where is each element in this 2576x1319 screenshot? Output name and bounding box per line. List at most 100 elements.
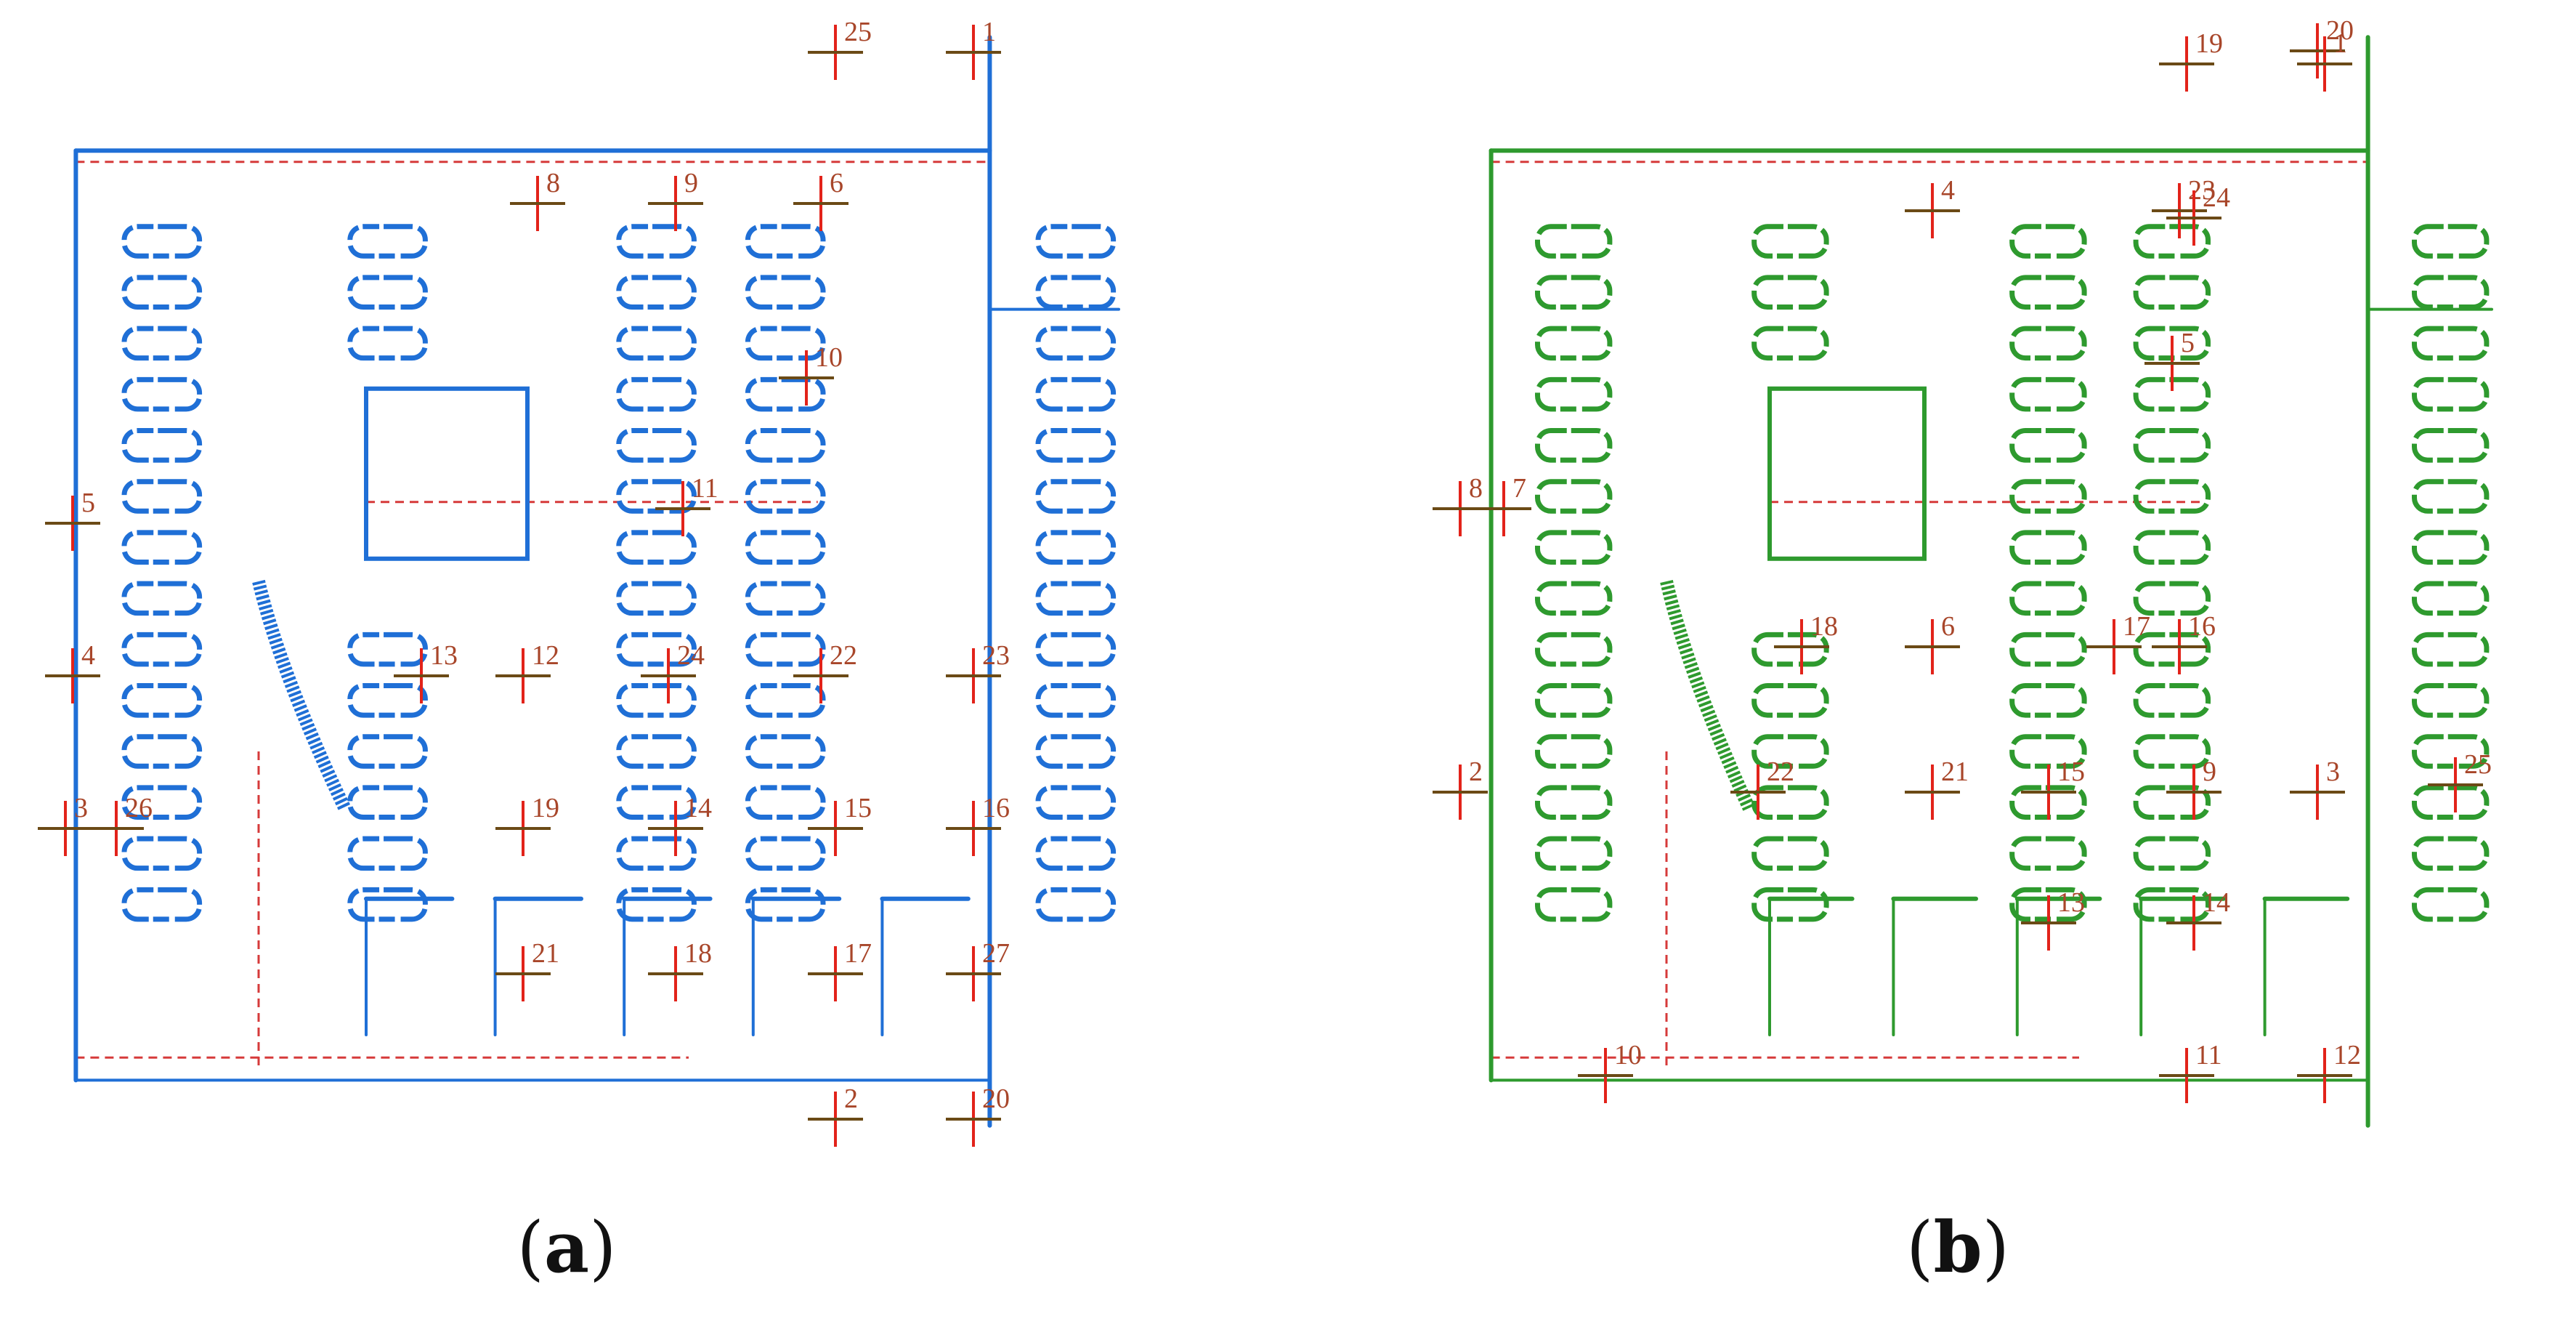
parking-slot bbox=[616, 224, 697, 259]
parking-slot bbox=[745, 632, 826, 667]
parking-slot bbox=[1535, 376, 1613, 412]
parking-slot bbox=[2009, 224, 2087, 259]
ramp bbox=[1660, 580, 1755, 811]
control-point-label: 9 bbox=[2203, 757, 2216, 787]
caption-b-close: ) bbox=[1982, 1207, 2010, 1288]
parking-slot bbox=[1035, 581, 1117, 616]
control-point-label: 11 bbox=[692, 473, 718, 504]
central-structure bbox=[364, 386, 530, 561]
control-point-label: 26 bbox=[125, 793, 153, 823]
control-point-label: 9 bbox=[684, 168, 698, 198]
control-point-marker: 1 bbox=[2297, 28, 2352, 92]
parking-slot bbox=[1751, 683, 1829, 718]
parking-slot bbox=[1535, 734, 1613, 769]
parking-slot bbox=[1751, 887, 1829, 922]
control-point-marker: 16 bbox=[2152, 611, 2216, 674]
parking-slot bbox=[616, 275, 697, 310]
parking-slot bbox=[2009, 479, 2087, 514]
parking-slot bbox=[2412, 785, 2490, 820]
parking-slot bbox=[745, 326, 826, 361]
control-point-marker: 4 bbox=[1905, 175, 1960, 238]
parking-slot bbox=[616, 581, 697, 616]
parking-slot bbox=[616, 428, 697, 463]
control-point-marker: 27 bbox=[946, 938, 1010, 1001]
parking-slot bbox=[1535, 275, 1613, 310]
parking-slot bbox=[616, 530, 697, 565]
parking-slot bbox=[1035, 224, 1117, 259]
parking-slot bbox=[347, 275, 428, 310]
control-point-marker: 21 bbox=[495, 938, 559, 1001]
control-point-label: 22 bbox=[1767, 757, 1794, 787]
parking-slot bbox=[2412, 275, 2490, 310]
control-point-label: 20 bbox=[982, 1084, 1010, 1114]
control-point-label: 8 bbox=[546, 168, 560, 198]
parking-slot bbox=[2133, 275, 2211, 310]
parking-slot bbox=[1035, 683, 1117, 718]
control-point-label: 25 bbox=[2464, 749, 2492, 780]
parking-slot bbox=[1751, 836, 1829, 871]
control-point-marker: 23 bbox=[946, 640, 1010, 703]
control-point-label: 18 bbox=[1810, 611, 1838, 642]
parking-slot bbox=[2133, 734, 2211, 769]
parking-slot bbox=[347, 887, 428, 922]
control-point-marker: 15 bbox=[808, 793, 872, 856]
parking-slot bbox=[745, 376, 826, 412]
panel-a-caption: (a) bbox=[458, 1206, 676, 1288]
control-point-label: 24 bbox=[2203, 182, 2230, 213]
parking-slot bbox=[1535, 224, 1613, 259]
parking-slot bbox=[2412, 734, 2490, 769]
parking-slot bbox=[1751, 275, 1829, 310]
parking-slot bbox=[616, 683, 697, 718]
parking-slot bbox=[2009, 326, 2087, 361]
control-point-label: 24 bbox=[677, 640, 705, 671]
parking-slot bbox=[1035, 734, 1117, 769]
control-point-label: 5 bbox=[81, 488, 95, 518]
panel-b-reference-lines bbox=[1491, 161, 2368, 1069]
parking-slot bbox=[2412, 376, 2490, 412]
control-point-label: 2 bbox=[1469, 757, 1483, 787]
parking-slot bbox=[1535, 836, 1613, 871]
parking-slot bbox=[2412, 479, 2490, 514]
control-point-label: 10 bbox=[1614, 1040, 1642, 1070]
control-point-marker: 17 bbox=[2086, 611, 2150, 674]
parking-slot bbox=[1751, 785, 1829, 820]
parking-slot bbox=[2412, 683, 2490, 718]
parking-slot bbox=[2133, 683, 2211, 718]
parking-slot bbox=[745, 887, 826, 922]
parking-slot bbox=[347, 734, 428, 769]
control-point-marker: 13 bbox=[394, 640, 458, 703]
caption-a-close: ) bbox=[589, 1207, 617, 1288]
control-point-label: 4 bbox=[81, 640, 95, 671]
parking-slot bbox=[1535, 785, 1613, 820]
parking-slot bbox=[1035, 428, 1117, 463]
parking-slot bbox=[2009, 376, 2087, 412]
parking-slot bbox=[347, 224, 428, 259]
parking-slot bbox=[745, 683, 826, 718]
control-point-label: 1 bbox=[2333, 28, 2347, 59]
control-point-marker: 22 bbox=[1730, 757, 1794, 820]
parking-slot bbox=[2412, 632, 2490, 667]
parking-slot bbox=[2009, 632, 2087, 667]
control-point-marker: 26 bbox=[89, 793, 153, 856]
control-point-marker: 3 bbox=[2290, 757, 2345, 820]
parking-slot bbox=[121, 275, 203, 310]
parking-slot bbox=[1035, 530, 1117, 565]
parking-slot bbox=[2133, 581, 2211, 616]
parking-slot bbox=[616, 376, 697, 412]
control-point-marker: 6 bbox=[793, 168, 848, 231]
parking-slot bbox=[121, 428, 203, 463]
control-point-marker: 9 bbox=[2166, 757, 2221, 820]
parking-slot bbox=[2009, 836, 2087, 871]
control-point-label: 11 bbox=[2195, 1040, 2222, 1070]
parking-slot bbox=[1535, 683, 1613, 718]
control-point-label: 17 bbox=[844, 938, 872, 969]
parking-slot bbox=[616, 326, 697, 361]
control-point-label: 3 bbox=[2326, 757, 2340, 787]
control-point-marker: 11 bbox=[655, 473, 718, 536]
caption-b-open: ( bbox=[1905, 1207, 1934, 1288]
control-point-label: 4 bbox=[1941, 175, 1955, 206]
parking-slot bbox=[121, 224, 203, 259]
control-point-marker: 6 bbox=[1905, 611, 1960, 674]
